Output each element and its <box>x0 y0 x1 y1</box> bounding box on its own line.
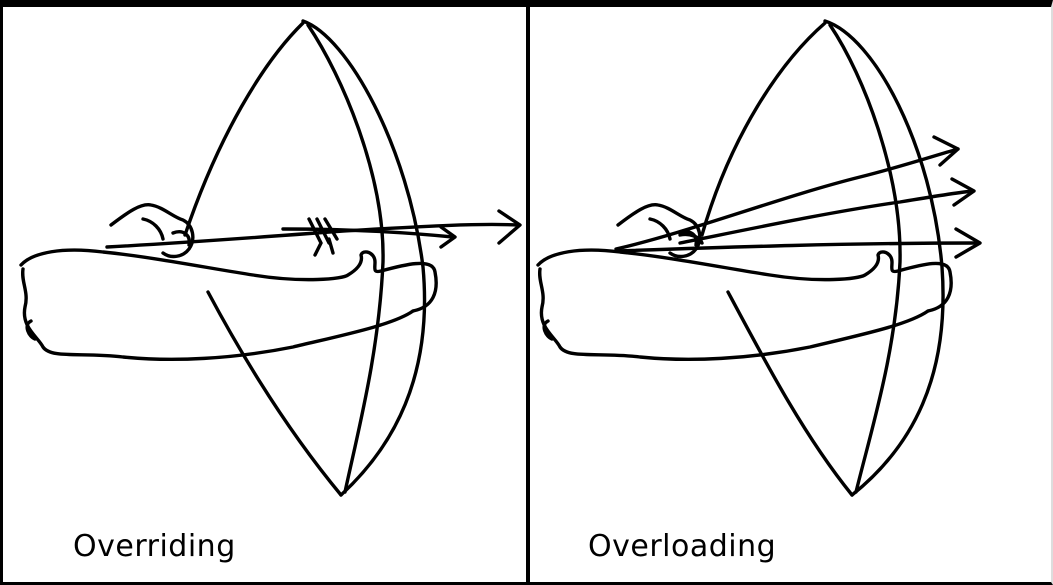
arm-outline-top <box>19 248 438 313</box>
arrow-fletching <box>307 217 339 257</box>
arm-outline-top <box>536 248 953 313</box>
overloading-caption: Overloading <box>588 529 777 564</box>
arrow-shaft-middle <box>678 189 974 245</box>
bowstring-upper <box>183 21 305 237</box>
overriding-panel: Overriding <box>0 0 530 585</box>
overloading-panel: Overloading <box>530 0 1053 585</box>
bow-limb-inner <box>306 23 385 494</box>
bowstring-lower <box>206 290 343 497</box>
arrow-shaft-upper <box>614 147 960 251</box>
arrow-head-secondary <box>439 225 457 249</box>
overloading-bow-drawing <box>536 19 982 497</box>
bowstring-lower <box>726 290 854 497</box>
arrow-shaft-secondary <box>281 227 455 239</box>
bow-limb-outer <box>823 19 945 497</box>
bowstring-upper <box>700 21 827 237</box>
arrow-head-main <box>497 209 522 245</box>
bow-limb-outer <box>301 19 427 497</box>
arrow-head-lower <box>954 227 982 259</box>
overriding-bow-drawing <box>19 19 522 497</box>
arm-outline-bottom <box>20 267 415 362</box>
arrow-shaft-lower <box>614 241 980 253</box>
bow-limb-inner <box>828 23 902 494</box>
arrow-head-upper <box>932 135 960 167</box>
drawing-hand <box>109 203 195 259</box>
overriding-caption: Overriding <box>73 529 236 564</box>
drawing-hand <box>616 203 702 259</box>
arm-outline-bottom <box>537 267 930 362</box>
arrow-head-middle <box>950 177 976 207</box>
